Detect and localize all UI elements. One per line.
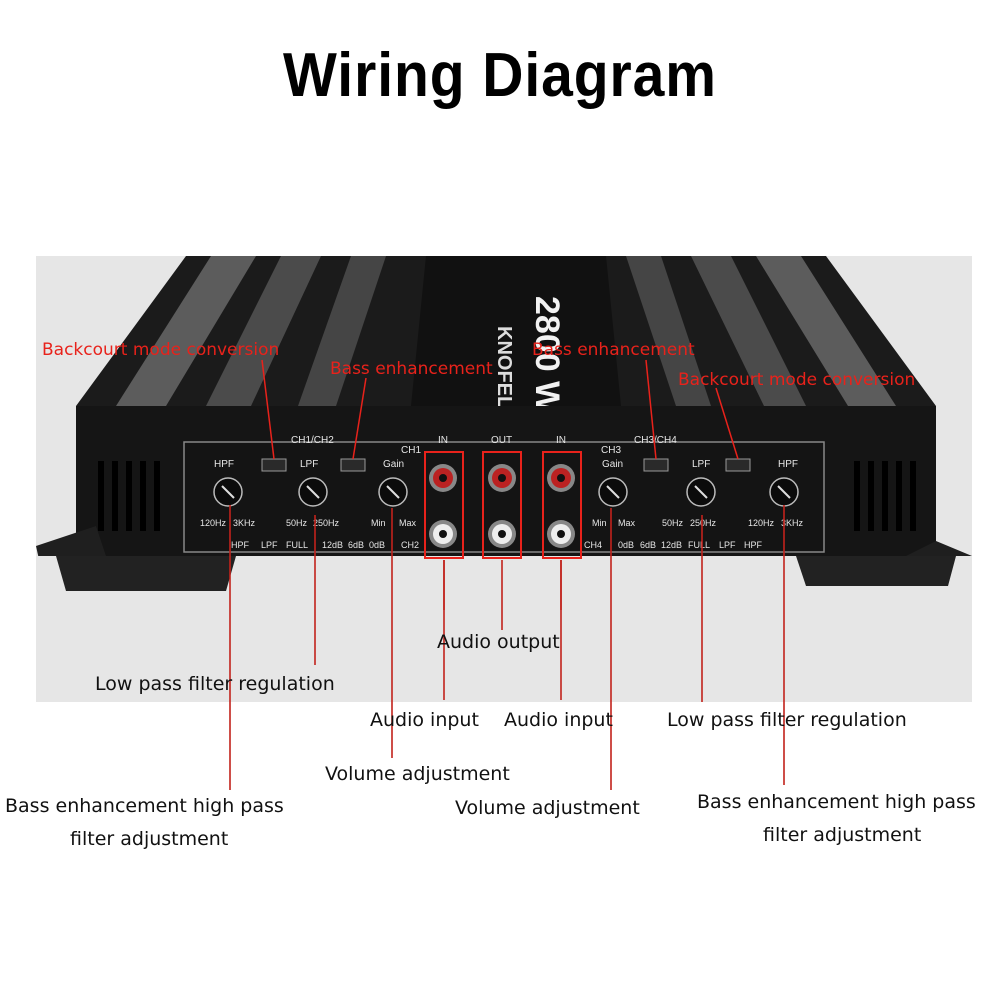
volume-adjustment-label-left: Volume adjustment (325, 763, 510, 785)
out-highlight (482, 451, 522, 559)
right-foot (796, 556, 956, 586)
hz120-right: 120Hz (748, 518, 775, 528)
page-title: Wiring Diagram (283, 41, 717, 110)
callout-line (715, 387, 739, 460)
backcourt-switch-right[interactable] (725, 458, 751, 472)
hpf-right-knob[interactable] (769, 477, 799, 507)
hpf-adjustment-label-left-line1: Bass enhancement high pass (5, 795, 284, 817)
ch1-label: CH1 (401, 445, 421, 456)
audio-input-label-right: Audio input (504, 709, 613, 731)
callout-line (261, 359, 275, 460)
in-right-highlight (542, 451, 582, 559)
lpf-right-knob[interactable] (686, 477, 716, 507)
hz50-left: 50Hz (286, 518, 308, 528)
heat-fin (626, 256, 711, 406)
heat-fin (691, 256, 806, 406)
gain-right-knob[interactable] (598, 477, 628, 507)
gain-left-label: Gain (383, 459, 404, 470)
sw-lpf-left: LPF (261, 540, 278, 550)
hpf-adjustment-label-left-line2: filter adjustment (70, 828, 229, 850)
out-label: OUT (491, 435, 512, 446)
lpf-left-knob[interactable] (298, 477, 328, 507)
hz250-left: 250Hz (313, 518, 340, 528)
hz120-left: 120Hz (200, 518, 227, 528)
center-plate (411, 256, 621, 406)
ch3-ch4-label: CH3/CH4 (634, 435, 677, 446)
amplifier-photo: KNOFEL 2800 Watts CH1/CH2 CH3/CH4 (36, 256, 972, 702)
heat-fin (206, 256, 321, 406)
hpf-adjustment-label-right-line2: filter adjustment (763, 824, 922, 846)
lpf-regulation-label-right: Low pass filter regulation (667, 709, 907, 731)
lpf-regulation-label-left: Low pass filter regulation (95, 673, 335, 695)
sw-full-left: FULL (286, 540, 308, 550)
ch2-label: CH2 (401, 540, 419, 550)
rca-out[interactable] (488, 464, 516, 548)
sw-hpf-right: HPF (744, 540, 763, 550)
backcourt-mode-label-left: Backcourt mode conversion (42, 340, 280, 360)
bass-enhancement-label-right: Bass enhancement (532, 340, 695, 360)
ch1-ch2-label: CH1/CH2 (291, 435, 334, 446)
left-vents (98, 461, 160, 531)
rca-in-left[interactable] (429, 464, 457, 548)
sw-6db-right: 6dB (640, 540, 656, 550)
brand-text: KNOFEL (493, 326, 515, 408)
backcourt-mode-label-right: Backcourt mode conversion (678, 370, 916, 390)
audio-input-label-left: Audio input (370, 709, 479, 731)
volume-adjustment-label-right: Volume adjustment (455, 797, 640, 819)
lpf-right-label: LPF (692, 459, 710, 470)
max-left: Max (399, 518, 417, 528)
heat-fin (116, 256, 256, 406)
sw-12db-right: 12dB (661, 540, 682, 550)
bass-switch-right[interactable] (643, 458, 669, 472)
hpf-adjustment-label-right-line1: Bass enhancement high pass (697, 791, 976, 813)
backcourt-switch-left[interactable] (261, 458, 287, 472)
sw-0db-left: 0dB (369, 540, 385, 550)
gain-left-knob[interactable] (378, 477, 408, 507)
hpf-left-knob[interactable] (213, 477, 243, 507)
min-left: Min (371, 518, 386, 528)
callout-line (352, 377, 367, 460)
amplifier-illustration: KNOFEL 2800 Watts CH1/CH2 CH3/CH4 (36, 256, 972, 702)
heat-fin (298, 256, 386, 406)
khz3-left: 3KHz (233, 518, 256, 528)
left-foot (56, 556, 236, 591)
ch4-label: CH4 (584, 540, 602, 550)
gain-right-label: Gain (602, 459, 623, 470)
in-left-label: IN (438, 435, 448, 446)
hpf-right-label: HPF (778, 459, 798, 470)
in-right-label: IN (556, 435, 566, 446)
heat-fin (756, 256, 896, 406)
hz250-right: 250Hz (690, 518, 717, 528)
khz3-right: 3KHz (781, 518, 804, 528)
callout-line (645, 359, 657, 460)
sw-6db-left: 6dB (348, 540, 364, 550)
sw-12db-left: 12dB (322, 540, 343, 550)
sw-full-right: FULL (688, 540, 710, 550)
bass-enhancement-label-left: Bass enhancement (330, 359, 493, 379)
sw-lpf-right: LPF (719, 540, 736, 550)
ch3-label: CH3 (601, 445, 621, 456)
lpf-left-label: LPF (300, 459, 318, 470)
audio-output-label: Audio output (437, 631, 560, 653)
hz50-right: 50Hz (662, 518, 684, 528)
min-right: Min (592, 518, 607, 528)
max-right: Max (618, 518, 636, 528)
rca-in-right[interactable] (547, 464, 575, 548)
right-vents (854, 461, 916, 531)
bass-switch-left[interactable] (340, 458, 366, 472)
in-left-highlight (424, 451, 464, 559)
hpf-left-label: HPF (214, 459, 234, 470)
sw-hpf-left: HPF (231, 540, 250, 550)
sw-0db-right: 0dB (618, 540, 634, 550)
